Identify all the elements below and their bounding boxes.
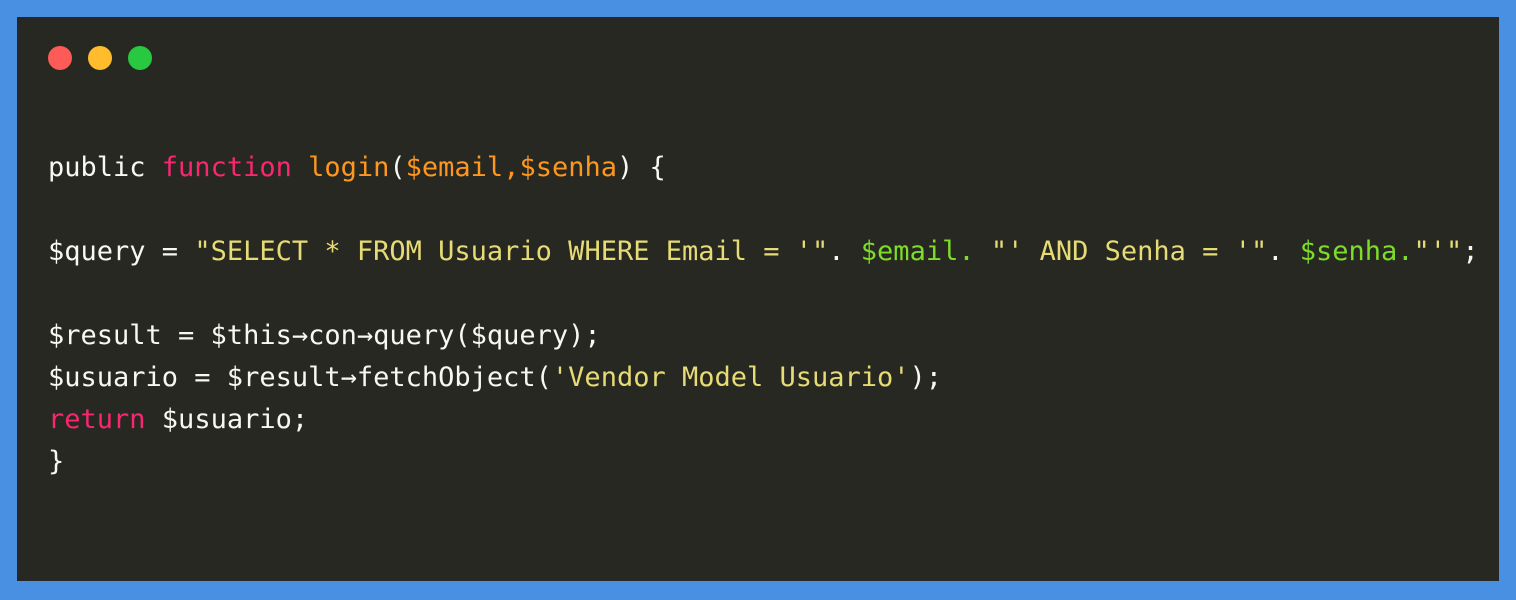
code-window: public function login($email,$senha) { $…: [17, 17, 1499, 581]
close-button-icon[interactable]: [48, 46, 72, 70]
code-line: return $usuario;: [48, 399, 1499, 441]
code-token-punct: (: [389, 152, 406, 183]
code-token-green: .: [958, 236, 991, 267]
zoom-button-icon[interactable]: [128, 46, 152, 70]
code-token-green: .: [1397, 236, 1414, 267]
code-token-plain: .: [828, 236, 861, 267]
code-token-func: login: [308, 152, 390, 183]
code-line: $query = "SELECT * FROM Usuario WHERE Em…: [48, 231, 1499, 273]
code-token-plain: $query =: [48, 236, 195, 267]
code-block[interactable]: public function login($email,$senha) { $…: [48, 147, 1499, 483]
code-token-string: "'": [1413, 236, 1463, 267]
code-token-keyword: return: [48, 404, 146, 435]
code-line: [48, 273, 1499, 315]
code-token-punct: ) {: [616, 152, 666, 183]
code-token-plain: $usuario = $result→fetchObject(: [48, 362, 552, 393]
code-token-keyword: function: [161, 152, 309, 183]
code-token-plain: ;: [1462, 236, 1479, 267]
code-token-plain: }: [48, 446, 65, 477]
code-line: $usuario = $result→fetchObject('Vendor M…: [48, 357, 1499, 399]
code-token-plain: .: [1267, 236, 1300, 267]
code-token-var: $email,$senha: [405, 152, 617, 183]
code-line: public function login($email,$senha) {: [48, 147, 1499, 189]
minimize-button-icon[interactable]: [88, 46, 112, 70]
code-line: [48, 189, 1499, 231]
code-line: }: [48, 441, 1499, 483]
code-token-green: $email: [860, 236, 959, 267]
code-token-plain: $usuario;: [145, 404, 309, 435]
code-token-plain: );: [909, 362, 943, 393]
code-token-plain: public: [48, 152, 162, 183]
code-line: $result = $this→con→query($query);: [48, 315, 1499, 357]
code-token-string: 'Vendor Model Usuario': [551, 362, 910, 393]
traffic-light-buttons: [48, 46, 152, 70]
code-token-plain: $result = $this→con→query($query);: [48, 320, 601, 351]
code-token-green: $senha: [1299, 236, 1398, 267]
code-token-string: "SELECT * FROM Usuario WHERE Email = '": [194, 236, 829, 267]
window-titlebar: [17, 17, 1499, 109]
code-token-string: "' AND Senha = '": [990, 236, 1268, 267]
